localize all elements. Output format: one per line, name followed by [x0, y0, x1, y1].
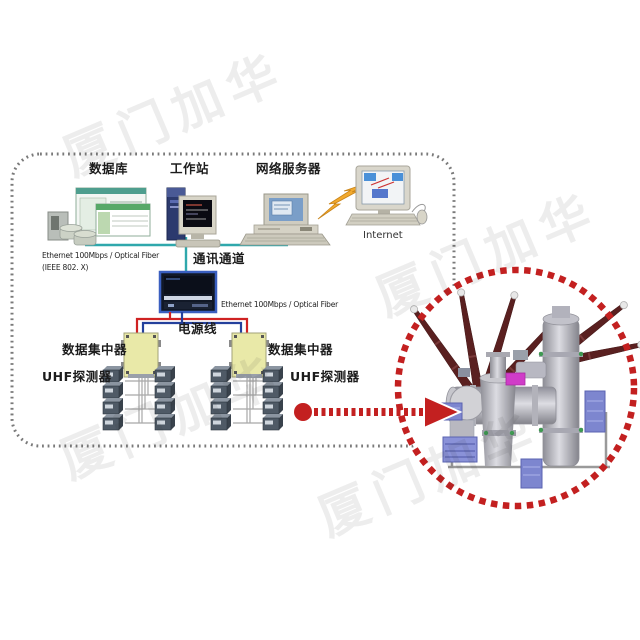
data-concentrator-right — [229, 332, 269, 378]
network-server-icon — [239, 193, 331, 246]
data-concentrator-left — [121, 332, 161, 378]
uhf-detector — [210, 365, 232, 383]
database-icon — [47, 187, 151, 246]
label-database: 数据库 — [89, 161, 129, 176]
uhf-detector — [210, 381, 232, 399]
internet-pc-icon — [345, 165, 428, 226]
power-line-blue — [141, 312, 243, 333]
uhf-detector — [262, 413, 284, 431]
uhf-detector — [102, 413, 124, 431]
label-comm-channel: 通讯通道 — [193, 251, 246, 266]
label-ethernet-top-line1: Ethernet 100Mbps / Optical Fiber — [42, 251, 159, 260]
uhf-detector — [154, 365, 176, 383]
pointer-dot — [294, 403, 312, 421]
uhf-detector — [154, 413, 176, 431]
uhf-detector — [262, 397, 284, 415]
label-workstation: 工作站 — [170, 161, 210, 176]
uhf-detector — [210, 413, 232, 431]
label-power-line: 电源线 — [178, 321, 218, 336]
uhf-detector — [210, 397, 232, 415]
label-uhf-left: UHF探测器 — [42, 369, 112, 384]
callout-circle — [394, 266, 638, 510]
uhf-detector — [154, 397, 176, 415]
uhf-detector — [154, 381, 176, 399]
label-concentrator-right: 数据集中器 — [268, 342, 334, 357]
uhf-detector — [262, 381, 284, 399]
detector-cables-right — [233, 377, 263, 424]
label-network-server: 网络服务器 — [256, 161, 322, 176]
detector-cables-left — [125, 377, 155, 424]
label-concentrator-left: 数据集中器 — [62, 342, 128, 357]
comm-device — [158, 270, 218, 314]
uhf-detector — [102, 381, 124, 399]
pointer-arrowhead-icon — [423, 394, 463, 430]
system-boundary-box — [10, 152, 456, 448]
label-ethernet-mid: Ethernet 100Mbps / Optical Fiber — [221, 300, 338, 309]
power-line-red — [135, 312, 249, 333]
label-ethernet-top-line2: (IEEE 802. X) — [42, 263, 89, 272]
uhf-detector — [262, 365, 284, 383]
workstation-icon — [166, 187, 221, 248]
switchgear-illustration — [410, 288, 640, 489]
label-uhf-right: UHF探测器 — [290, 369, 360, 384]
label-internet: Internet — [363, 230, 403, 241]
uhf-detector — [102, 397, 124, 415]
